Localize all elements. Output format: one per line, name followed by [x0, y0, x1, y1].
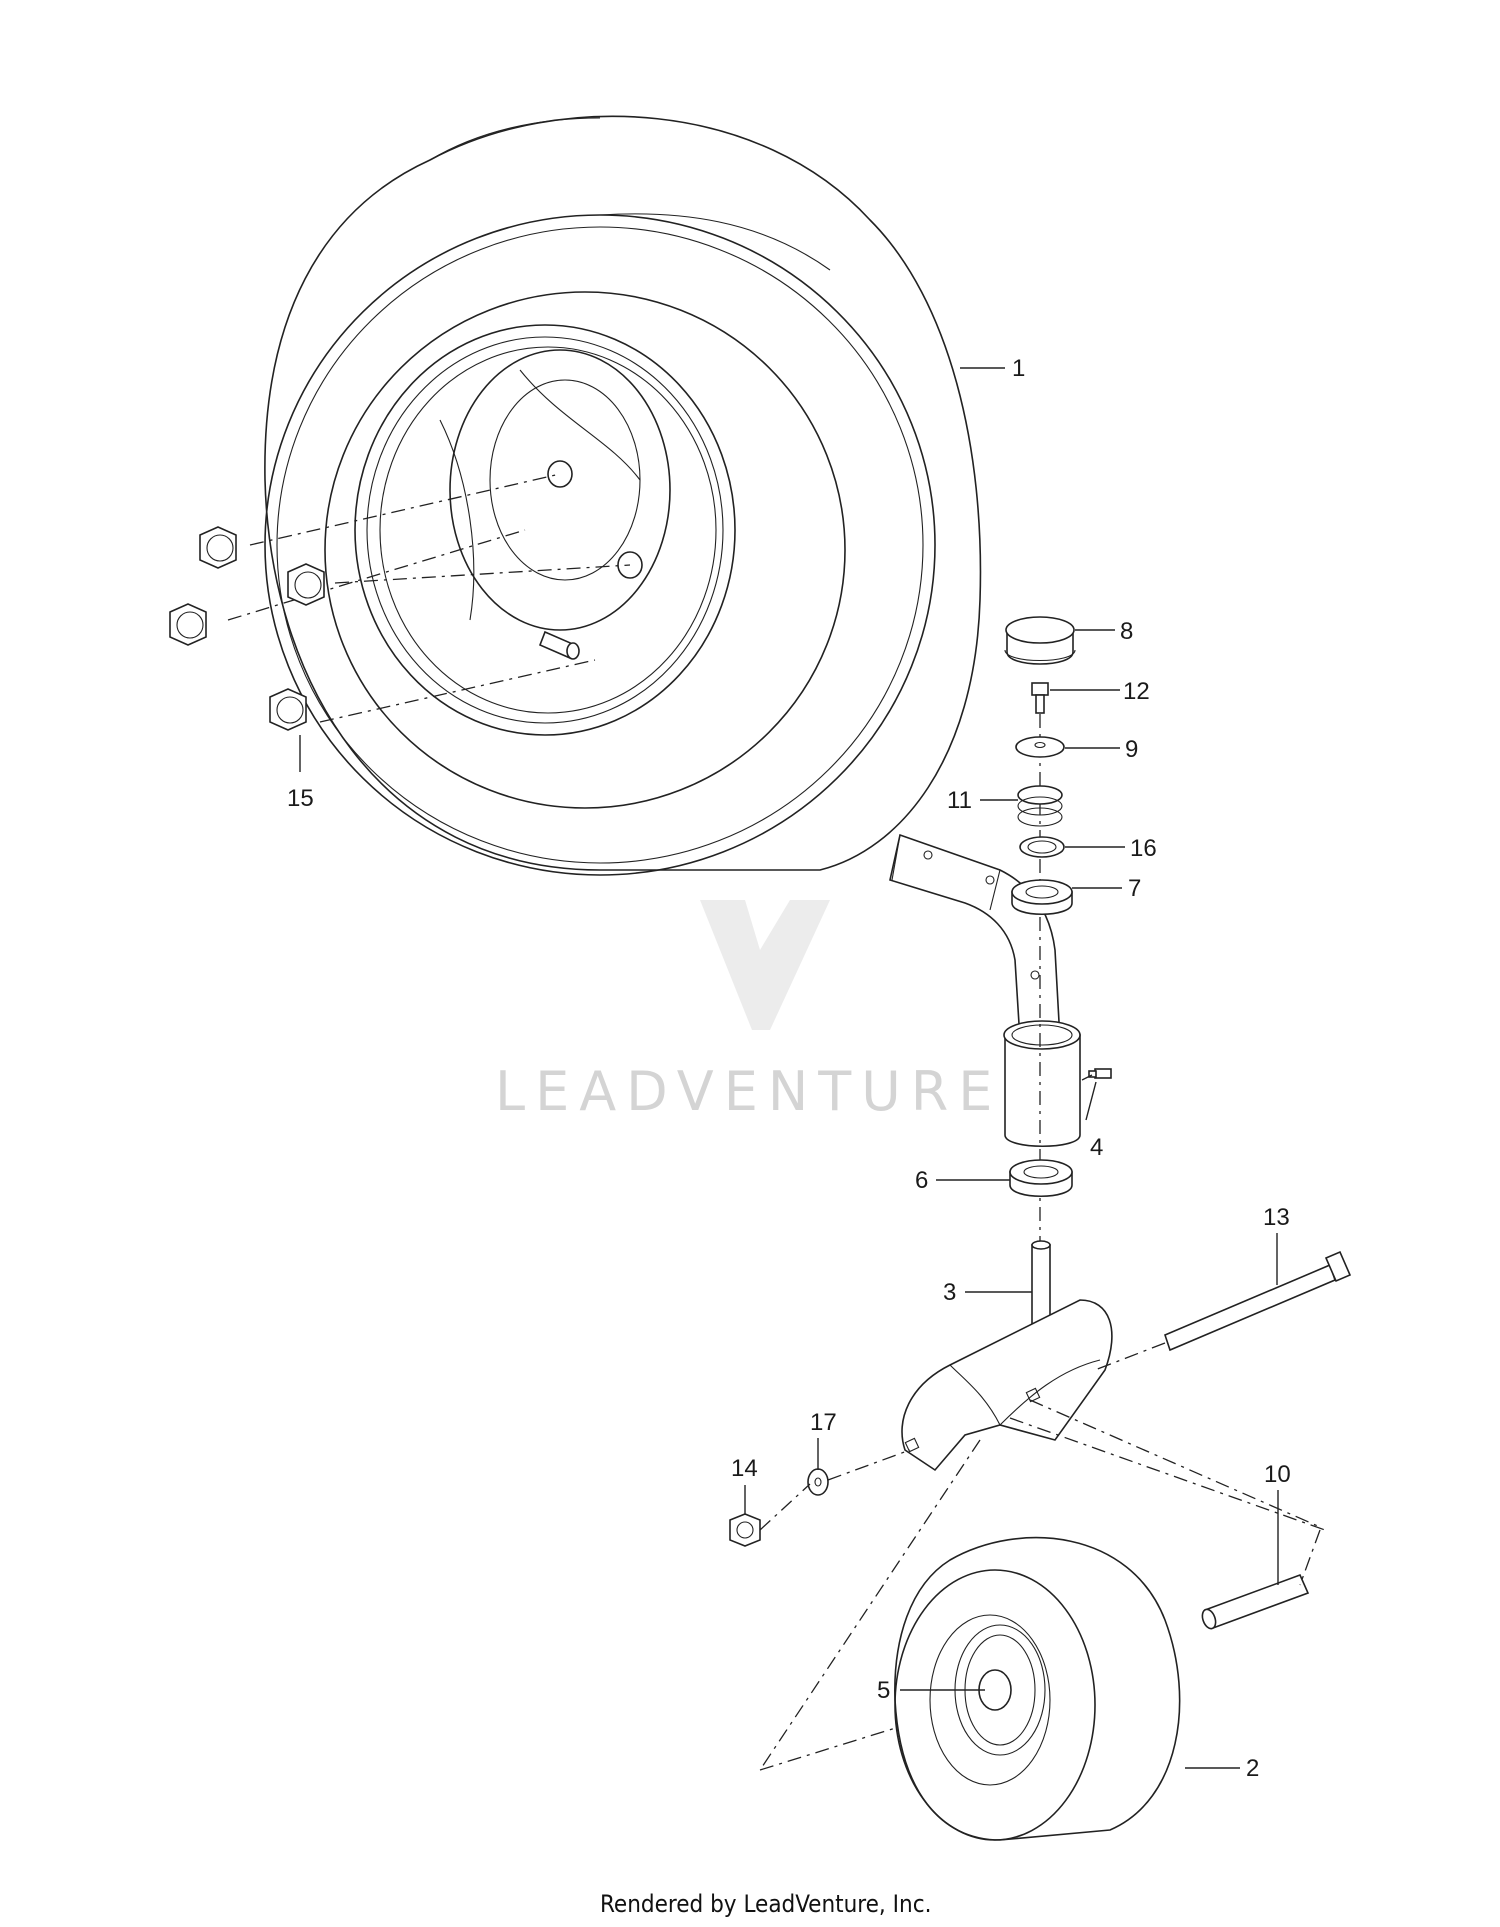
callout-15: 15 [287, 785, 314, 812]
bearing-7 [1011, 879, 1073, 916]
bolt-13 [1164, 1250, 1352, 1352]
dust-cap-8 [1004, 616, 1076, 665]
callout-13: 13 [1263, 1204, 1290, 1231]
callout-7: 7 [1128, 875, 1141, 902]
large-tire-1 [264, 115, 1005, 876]
callout-11: 11 [947, 787, 972, 814]
callout-17: 17 [810, 1409, 837, 1436]
callout-1: 1 [1012, 355, 1025, 382]
lug-nut-15-c [169, 603, 207, 646]
nut-14 [729, 1513, 761, 1547]
grease-fitting-4 [1081, 1068, 1112, 1081]
callout-2: 2 [1246, 1755, 1259, 1782]
callout-10: 10 [1264, 1461, 1291, 1488]
spring-11 [1017, 785, 1063, 827]
lug-nut-15-d [269, 688, 307, 731]
washer-17 [807, 1468, 829, 1496]
bolt-12 [1031, 682, 1049, 714]
spacer-10 [1201, 1573, 1310, 1630]
callout-6: 6 [915, 1167, 928, 1194]
callout-3: 3 [943, 1279, 956, 1306]
lug-nut-15-b [287, 563, 325, 606]
watermark-text: LEADVENTURE [495, 1060, 1002, 1123]
callout-4: 4 [1090, 1134, 1103, 1161]
ring-16 [1019, 836, 1065, 858]
caster-arm-frame [889, 833, 1061, 1041]
callout-14: 14 [731, 1455, 758, 1482]
caster-fork [901, 1299, 1113, 1472]
footer-credit: Rendered by LeadVenture, Inc. [600, 1890, 931, 1918]
callout-16: 16 [1130, 835, 1157, 862]
bearing-6 [1009, 1159, 1073, 1198]
pivot-housing-tube [1003, 1020, 1081, 1147]
callout-9: 9 [1125, 736, 1138, 763]
caster-wheel-2 [894, 1536, 1181, 1841]
callout-8: 8 [1120, 618, 1133, 645]
callout-5: 5 [877, 1677, 890, 1704]
callout-12: 12 [1123, 678, 1150, 705]
lug-nut-15-a [199, 526, 237, 569]
washer-9 [1015, 736, 1065, 758]
